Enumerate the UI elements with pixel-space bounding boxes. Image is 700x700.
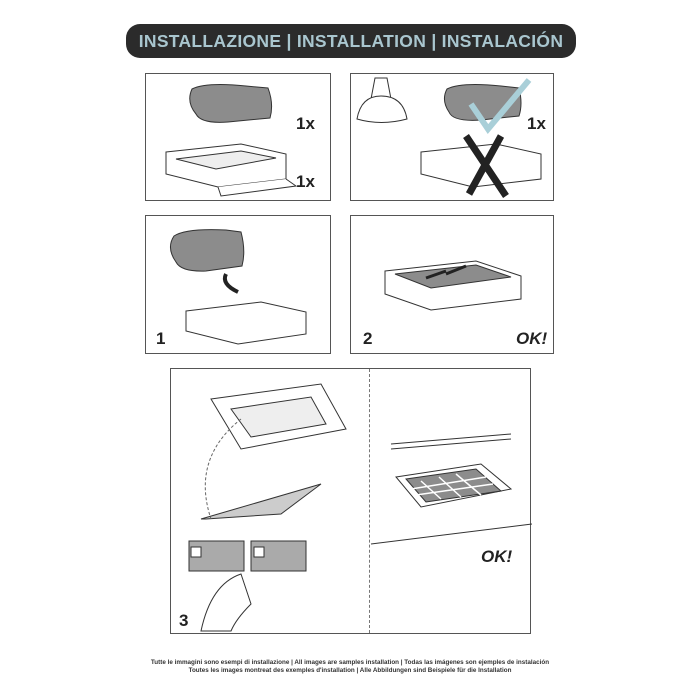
frame-quantity: 1x <box>296 172 315 191</box>
title-banner: INSTALLAZIONE | INSTALLATION | INSTALACI… <box>126 24 576 58</box>
panel-step-1: 1 <box>145 215 331 354</box>
lock-icon <box>253 546 265 558</box>
filter-and-frame-illustration <box>165 84 298 197</box>
insert-filter-illustration <box>170 229 307 345</box>
disclaimer: Tutte le immagini sono esempi di install… <box>0 659 700 675</box>
filter-installed-illustration <box>384 260 522 311</box>
step-number: 1 <box>156 329 166 348</box>
disclaimer-line-2: Toutes les images montreat des exemples … <box>188 667 512 674</box>
step-number: 3 <box>179 611 189 630</box>
filter-quantity: 1x <box>296 114 315 133</box>
cross-icon <box>463 134 509 198</box>
panel-usage: 1x <box>350 73 554 201</box>
hand-icon <box>200 573 252 632</box>
disclaimer-line-1: Tutte le immagini sono esempi di install… <box>150 659 550 666</box>
panel-contents: 1x 1x <box>145 73 331 201</box>
panel-step-2: 2 OK! <box>350 215 554 354</box>
status-ok: OK! <box>516 329 548 348</box>
panel-step-3: 3 OK! <box>170 368 532 634</box>
unlock-icon <box>190 546 202 558</box>
mount-filter-illustration <box>188 383 532 632</box>
hood-icon <box>356 77 408 123</box>
arrow-icon <box>425 264 467 280</box>
filter-quantity: 1x <box>527 114 546 133</box>
check-icon <box>468 78 532 134</box>
status-ok: OK! <box>481 547 513 566</box>
page-title: INSTALLAZIONE | INSTALLATION | INSTALACI… <box>138 30 564 51</box>
divider <box>369 369 370 633</box>
arrow-icon <box>222 273 239 294</box>
step-number: 2 <box>363 329 373 348</box>
